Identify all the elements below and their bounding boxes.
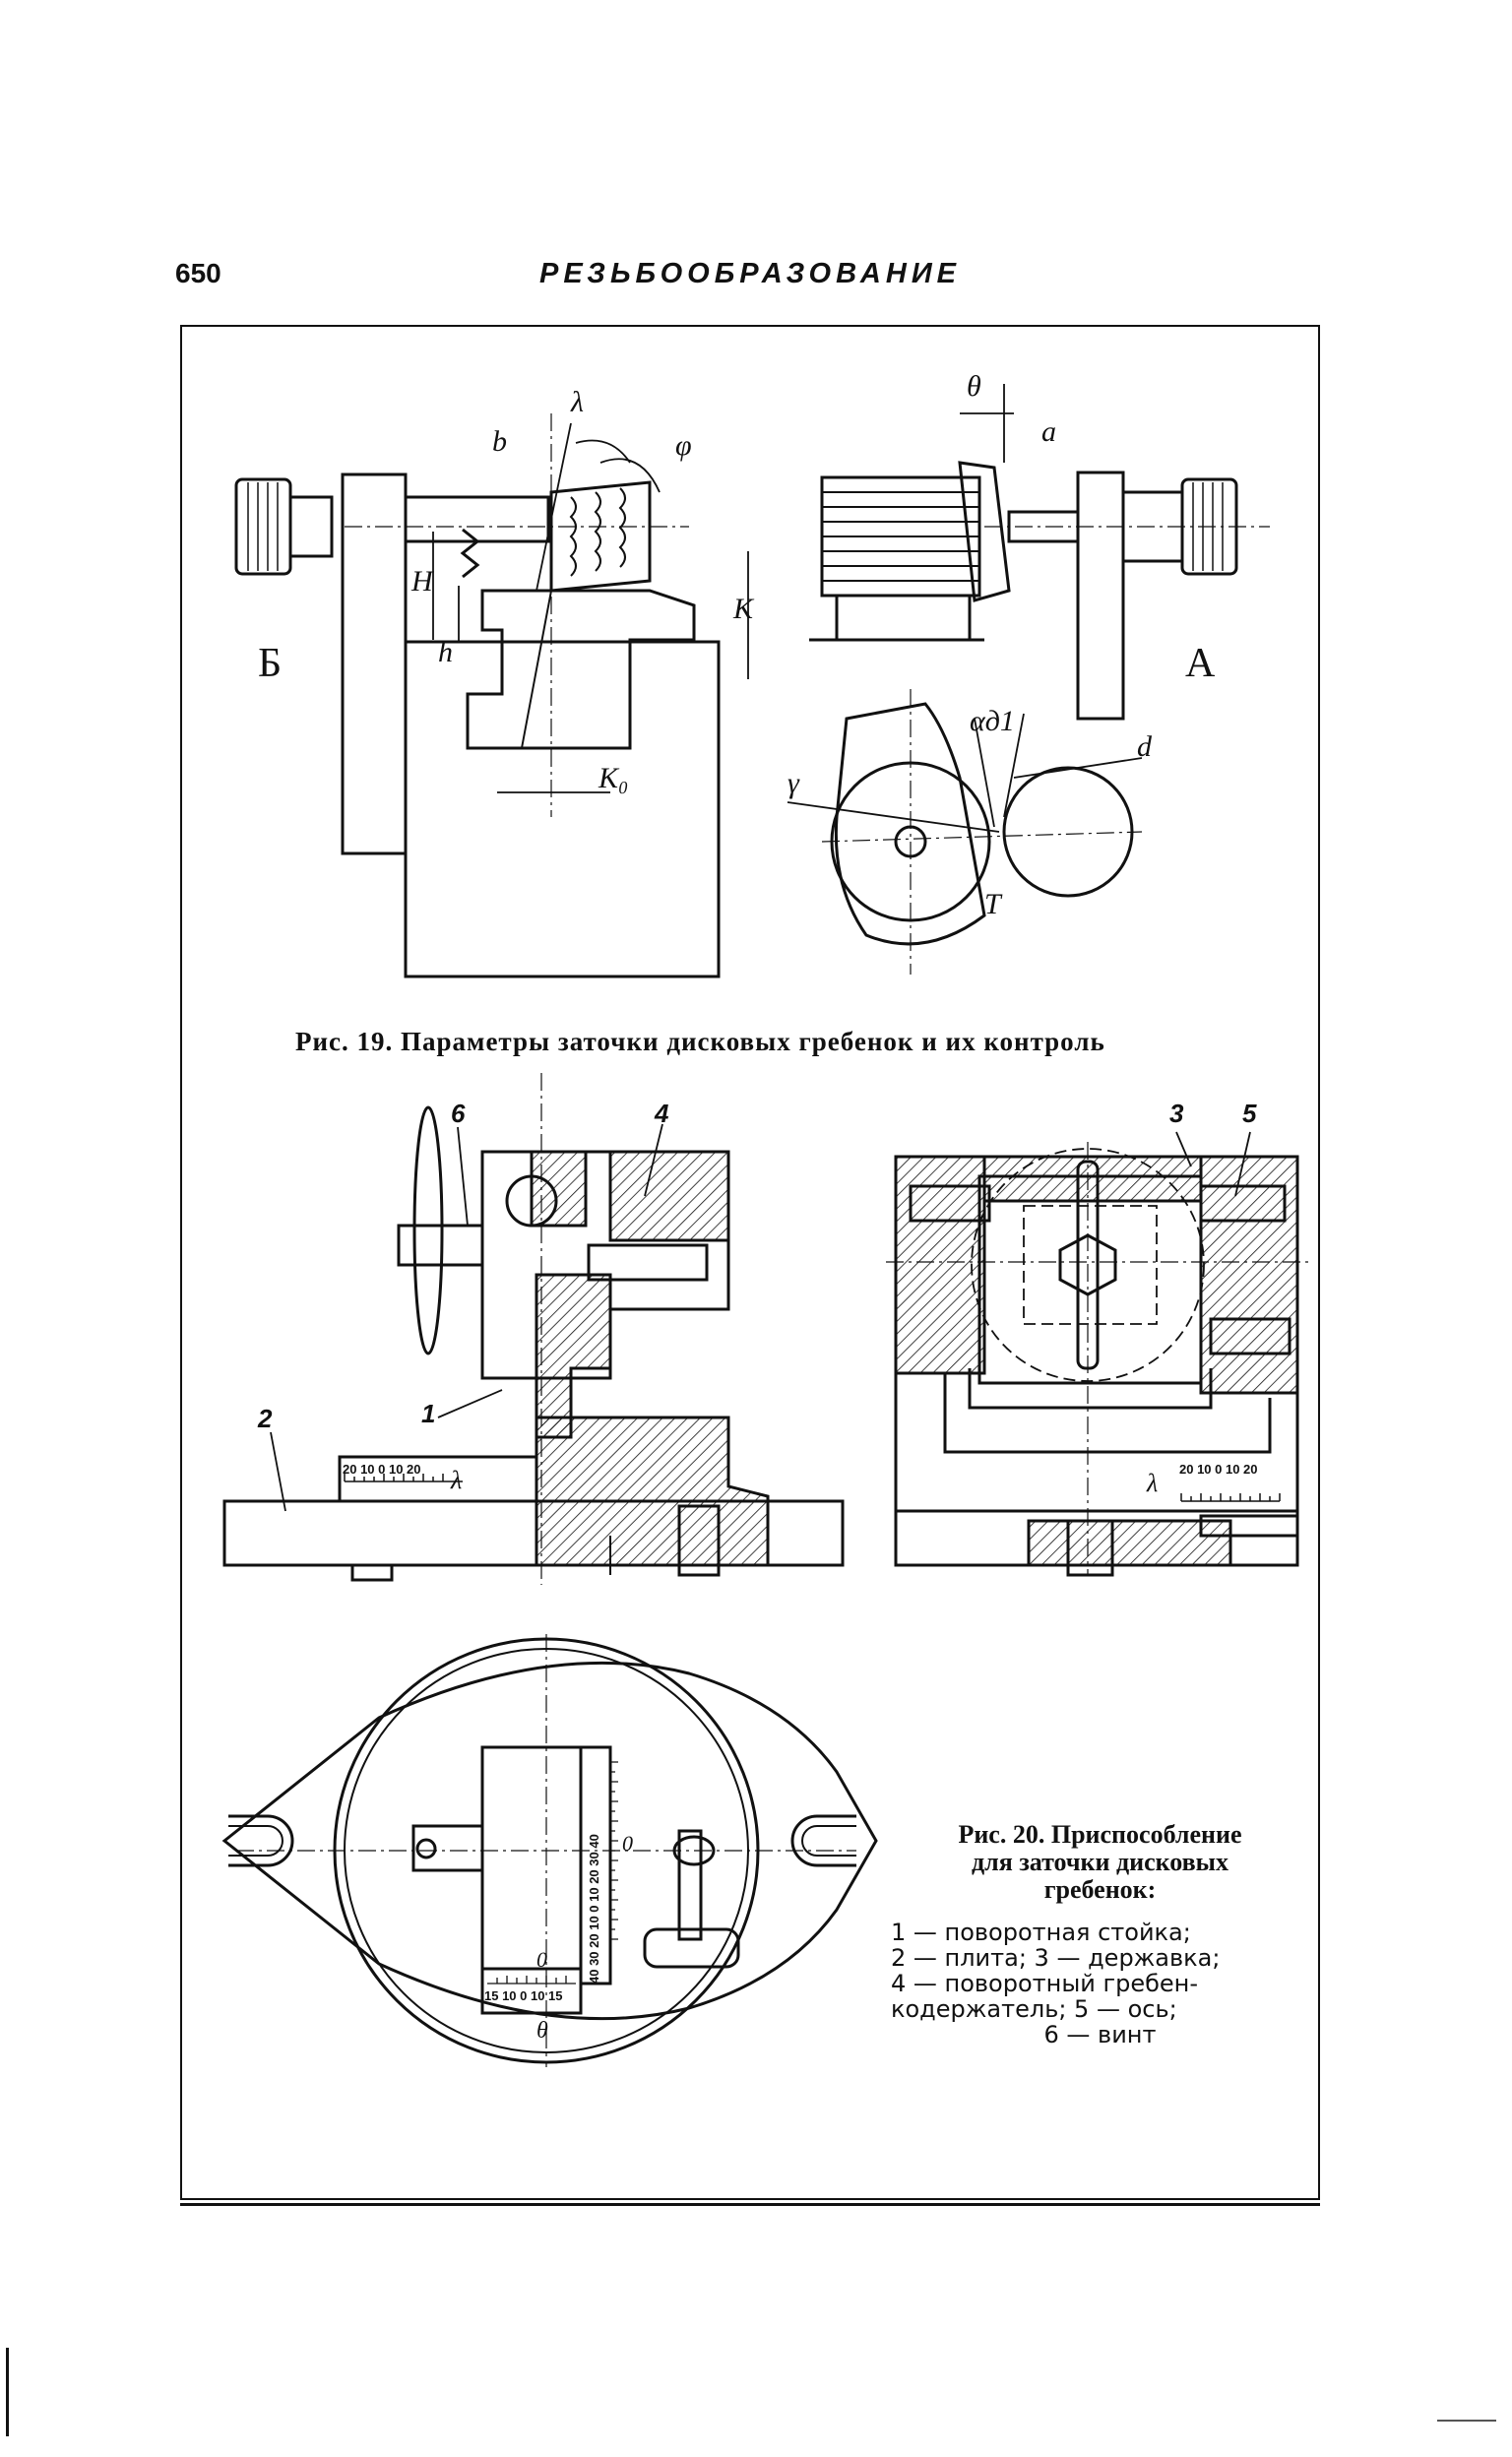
label-theta: θ [967,370,981,403]
label-a: a [1041,415,1056,448]
running-title: РЕЗЬБООБРАЗОВАНИЕ [539,258,962,289]
fig20-caption-line-2: для заточки дисковых [972,1848,1228,1876]
fig20-side-section [222,1073,845,1585]
callout-2: 2 [257,1404,273,1433]
figure20-caption: Рис. 20. Приспособление для заточки диск… [891,1821,1309,1904]
plan-theta: θ [536,2018,548,2044]
scan-margin-mark [6,2348,9,2436]
callout-1: 1 [421,1399,435,1428]
legend-line-4: кодержатель; 5 — ось; [891,1995,1177,2023]
callout-6: 6 [451,1099,466,1128]
fig19-view-a [787,384,1270,975]
label-h-cap: H [410,565,435,598]
fig20-caption-line-1: Рис. 20. Приспособление [958,1820,1242,1849]
figure19-caption: Рис. 19. Параметры заточки дисковых греб… [295,1027,1105,1056]
label-k0: K₀ [598,762,628,794]
plan-scale-horizontal: 15 10 0 10 15 [484,1988,563,2003]
label-h: h [438,636,453,668]
fig20-labels: 6 4 1 2 3 5 20 10 0 10 20 λ 20 10 0 10 2… [257,1099,1258,2044]
callout-3: 3 [1169,1099,1184,1128]
fig19-view-b [234,413,749,978]
legend-line-5: 6 — винт [1043,2021,1157,2048]
fig20-plan-view [221,1634,878,2067]
legend-line-2: 2 — плита; 3 — державка; [891,1944,1221,1972]
label-view-b: Б [258,641,282,686]
fig19-labels: Б А b λ φ θ a H h K K₀ γ αд1 d T [258,370,1216,920]
scan-edge-mark [1437,2420,1496,2422]
label-phi: φ [675,429,692,462]
label-lambda: λ [570,386,584,418]
figure20-legend: 1 — поворотная стойка; 2 — плита; 3 — де… [891,1920,1309,2048]
fig20-front-section [886,1131,1309,1577]
fig20-caption-line-3: гребенок: [1043,1875,1157,1904]
scale-right-label: 20 10 0 10 20 [1179,1462,1258,1477]
legend-line-3: 4 — поворотный гребен- [891,1970,1199,1997]
plan-zero: 0 [622,1831,633,1856]
frame-bottom-rule [180,2203,1320,2206]
label-alpha-d1: αд1 [970,705,1015,737]
scale-left-label: 20 10 0 10 20 [343,1462,421,1477]
callout-5: 5 [1242,1099,1257,1128]
label-view-a: А [1185,641,1216,686]
callout-4: 4 [654,1099,669,1128]
label-gamma: γ [788,767,800,799]
lambda-left: λ [450,1466,462,1494]
label-b: b [492,425,507,458]
plan-zero-lower: 0 [536,1947,547,1972]
plan-scale-vertical: 40 30 20 10 0 10 20 30 40 [587,1834,601,1984]
legend-line-1: 1 — поворотная стойка; [891,1919,1191,1946]
page-number: 650 [175,258,221,288]
lambda-right: λ [1146,1469,1158,1497]
figure-frame [180,325,1320,2200]
label-t: T [984,888,1003,920]
label-d: d [1137,730,1153,763]
label-k: K [732,593,755,625]
